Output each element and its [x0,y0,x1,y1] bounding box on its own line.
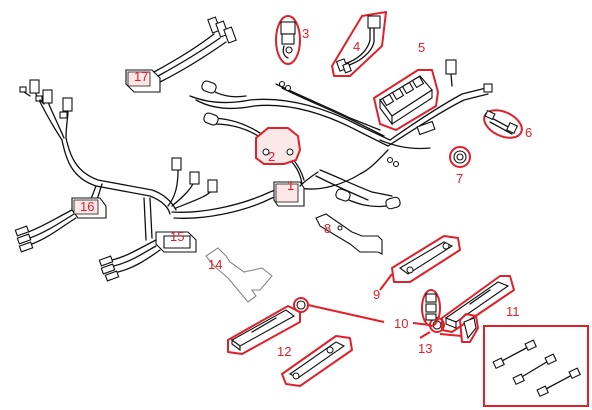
callout-7: 7 [456,171,464,186]
mid-small-plugs [171,157,218,193]
leader-9 [379,273,393,291]
part-13 [419,289,479,343]
part-8 [315,213,383,255]
connector-15 [98,231,197,282]
callout-6: 6 [525,125,533,140]
top-left-plugs [19,79,73,119]
part-12 [227,305,301,355]
connector-16 [14,197,107,253]
upper-harness [189,59,493,210]
callout-1: 1 [287,178,295,193]
callout-9: 9 [373,287,381,302]
callout-5: 5 [418,40,426,55]
callout-14: 14 [208,257,223,272]
fuse-box-5 [373,69,439,131]
callout-2: 2 [268,149,276,164]
callout-15: 15 [170,229,185,244]
part-11 [441,275,515,333]
callout-13: 13 [418,341,433,356]
callout-3: 3 [302,26,310,41]
callout-4: 4 [353,39,361,54]
relay-4 [331,11,387,77]
callout-10: 10 [394,316,409,331]
callout-12: 12 [277,344,292,359]
connector-17 [125,16,237,93]
callout-8: 8 [324,221,332,236]
callout-16: 16 [80,199,95,214]
callout-11: 11 [506,304,520,319]
bracket-2 [255,127,302,165]
part-lower-middle [281,335,353,387]
part-6 [483,109,523,139]
inset-cables-box [483,325,589,407]
grommet-7 [449,146,471,168]
part-9 [391,235,461,283]
relay-3 [275,15,301,65]
connector-1 [273,171,319,207]
main-harness [35,93,289,241]
part-14 [205,247,273,303]
callout-17: 17 [134,69,149,84]
